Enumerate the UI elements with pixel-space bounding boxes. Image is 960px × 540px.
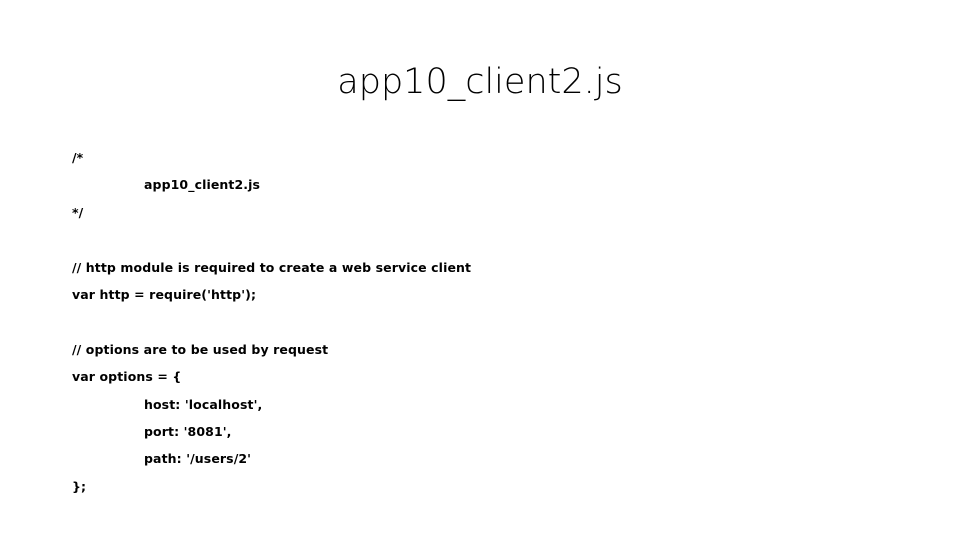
code-line: port: '8081', xyxy=(144,423,232,439)
code-line: */ xyxy=(72,204,84,220)
code-line: var http = require('http'); xyxy=(72,286,257,302)
code-block: /* app10_client2.js */ // http module is re… xyxy=(72,144,888,500)
code-line: app10_client2.js xyxy=(144,177,261,193)
code-line: }; xyxy=(72,478,87,494)
code-line: // options are to be used by request xyxy=(72,341,329,357)
code-line: // http module is required to create a w… xyxy=(72,259,472,275)
code-line-blank xyxy=(72,308,888,335)
code-line: host: 'localhost', xyxy=(144,396,263,412)
code-line: /* xyxy=(72,150,84,165)
page-title: app10_client2.js xyxy=(337,62,623,102)
code-line-blank xyxy=(72,226,888,253)
code-line: var options = { xyxy=(72,369,182,385)
code-line: path: '/users/2' xyxy=(144,451,252,467)
